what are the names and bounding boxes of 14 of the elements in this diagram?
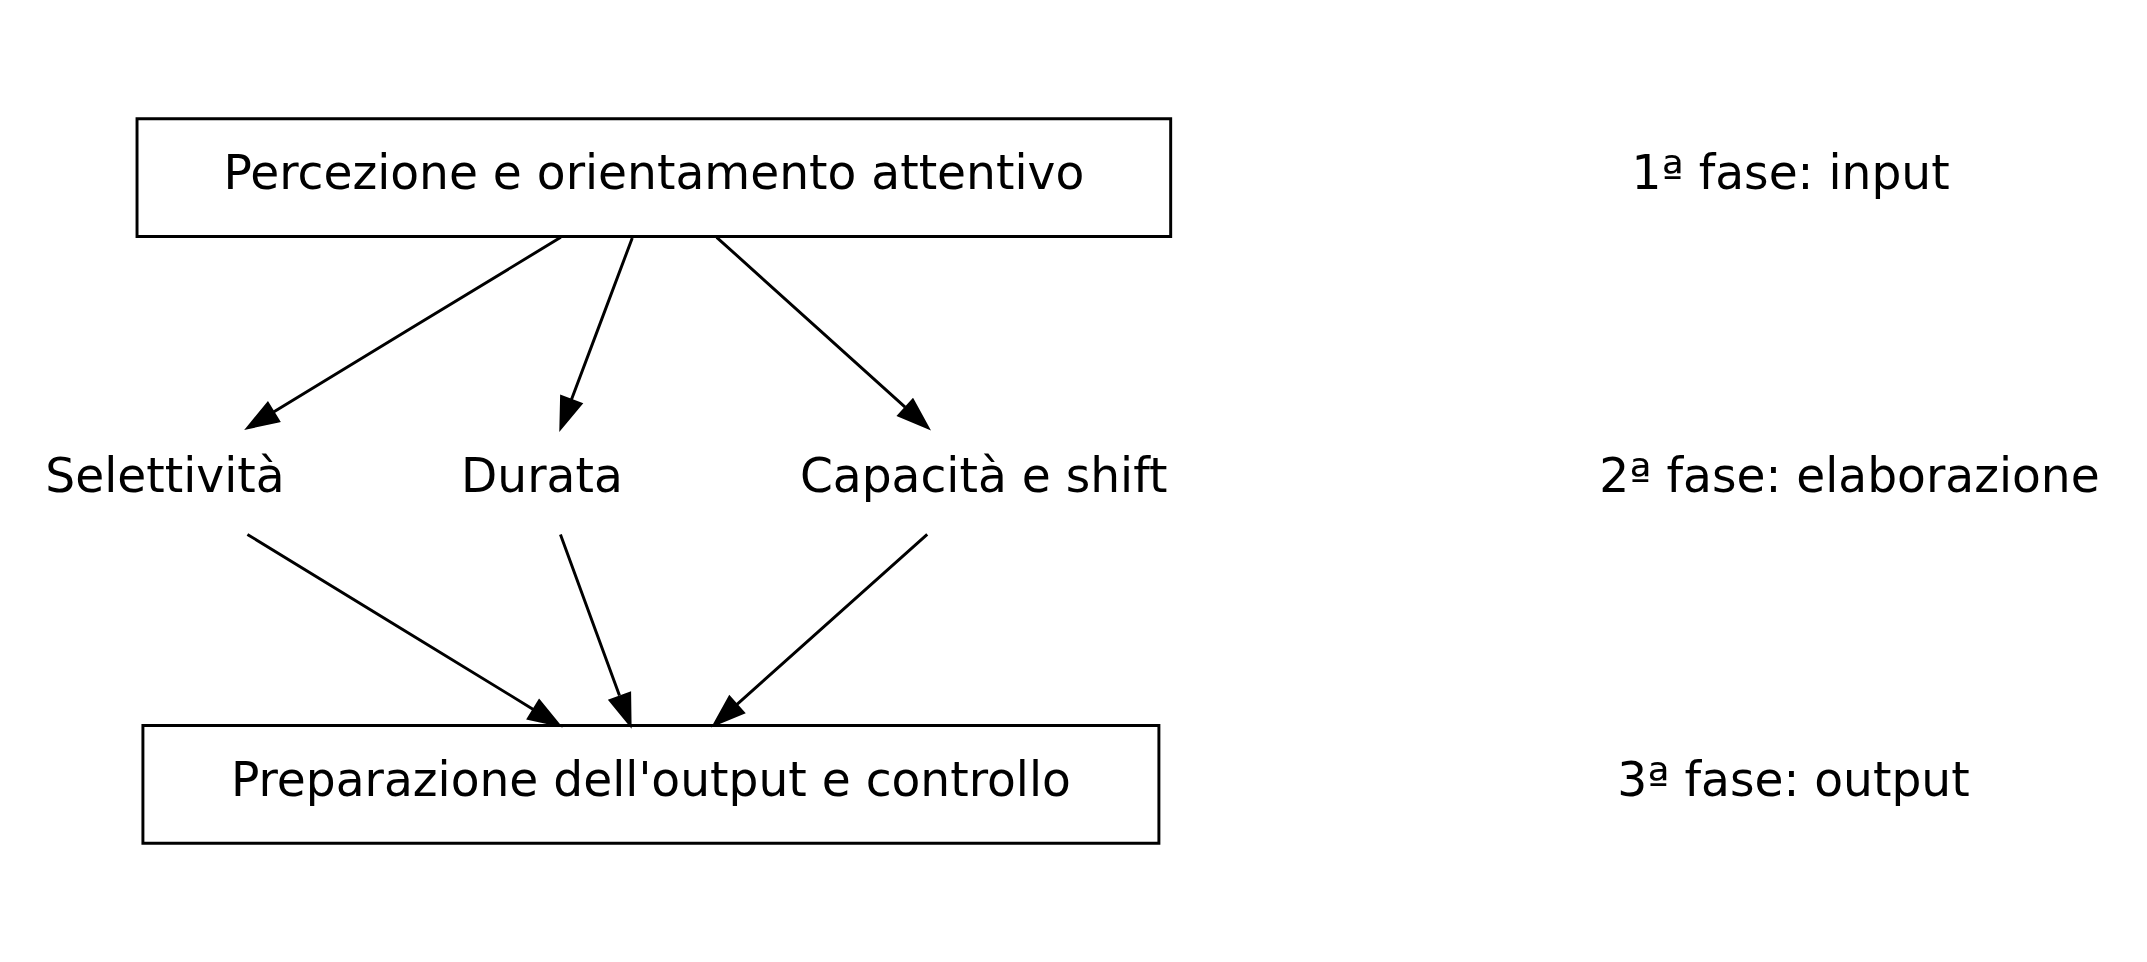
arrow (711, 533, 929, 728)
label: 2ª fase: elaborazione (1599, 448, 2100, 504)
arrow (715, 236, 931, 431)
node-text: Selettività (45, 448, 285, 504)
node-box: Preparazione dell'output e controllo (141, 723, 1161, 845)
label: 1ª fase: input (1631, 144, 1950, 200)
node-text: Capacità e shift (799, 448, 1168, 504)
node-text: Durata (461, 448, 623, 504)
arrow (244, 236, 562, 430)
node-box: Percezione e orientamento attentivo (135, 117, 1173, 239)
arrow (246, 533, 563, 728)
arrow (559, 533, 632, 729)
arrow (559, 237, 634, 432)
label: 3ª fase: output (1617, 751, 1970, 807)
